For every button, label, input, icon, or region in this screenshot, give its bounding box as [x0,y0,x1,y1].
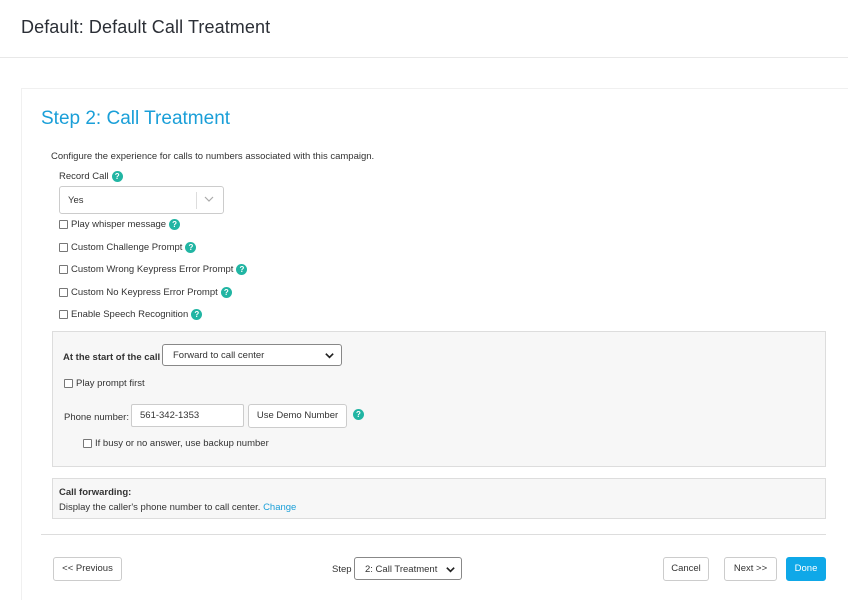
backup-number-checkbox[interactable] [83,439,92,448]
done-button[interactable]: Done [786,557,826,581]
whisper-message-option[interactable]: Play whisper message? [59,219,181,230]
chevron-down-icon [446,567,455,573]
help-icon[interactable]: ? [111,171,123,182]
no-keypress-option[interactable]: Custom No Keypress Error Prompt? [59,287,232,298]
wrong-keypress-checkbox[interactable] [59,265,68,274]
play-prompt-first-option[interactable]: Play prompt first [64,378,145,389]
start-of-call-select[interactable]: Forward to call center [162,344,342,366]
call-forwarding-panel: Call forwarding: Display the caller's ph… [52,478,826,519]
next-button[interactable]: Next >> [724,557,777,581]
call-forwarding-title: Call forwarding: [59,487,132,498]
previous-button[interactable]: << Previous [53,557,122,581]
phone-number-label: Phone number: [64,412,129,423]
backup-number-option[interactable]: If busy or no answer, use backup number [83,438,269,449]
use-demo-number-button[interactable]: Use Demo Number [248,404,347,428]
cancel-button[interactable]: Cancel [663,557,709,581]
start-of-call-value: Forward to call center [173,350,265,361]
custom-challenge-checkbox[interactable] [59,243,68,252]
start-of-call-panel: At the start of the call Forward to call… [52,331,826,467]
record-call-label: Record Call? [59,171,123,182]
custom-challenge-option[interactable]: Custom Challenge Prompt? [59,242,197,253]
call-forwarding-description: Display the caller's phone number to cal… [59,502,297,513]
speech-recognition-checkbox[interactable] [59,310,68,319]
change-link[interactable]: Change [263,502,297,513]
step-label: Step [332,564,352,575]
help-icon[interactable]: ? [169,219,181,230]
no-keypress-checkbox[interactable] [59,288,68,297]
help-icon[interactable]: ? [185,242,197,253]
start-of-call-label: At the start of the call [63,352,161,363]
page-header: Default: Default Call Treatment [0,0,848,58]
footer-divider [41,534,826,535]
help-icon[interactable]: ? [353,409,364,420]
intro-text: Configure the experience for calls to nu… [51,151,375,162]
wrong-keypress-option[interactable]: Custom Wrong Keypress Error Prompt? [59,264,248,275]
chevron-down-icon [204,196,214,202]
help-icon[interactable]: ? [191,309,203,320]
step-select-value: 2: Call Treatment [365,564,438,575]
play-prompt-first-checkbox[interactable] [64,379,73,388]
whisper-message-checkbox[interactable] [59,220,68,229]
chevron-down-icon [325,353,334,359]
help-icon[interactable]: ? [220,287,232,298]
page-title: Default: Default Call Treatment [21,17,271,37]
speech-recognition-option[interactable]: Enable Speech Recognition? [59,309,203,320]
step-select[interactable]: 2: Call Treatment [354,557,462,580]
step-title: Step 2: Call Treatment [41,108,231,129]
call-treatment-card: Step 2: Call Treatment Configure the exp… [21,88,848,600]
record-call-select[interactable]: Yes [59,186,224,214]
record-call-value: Yes [68,195,84,206]
select-separator [196,192,197,209]
phone-number-input[interactable]: 561-342-1353 [131,404,244,427]
help-icon[interactable]: ? [236,264,248,275]
